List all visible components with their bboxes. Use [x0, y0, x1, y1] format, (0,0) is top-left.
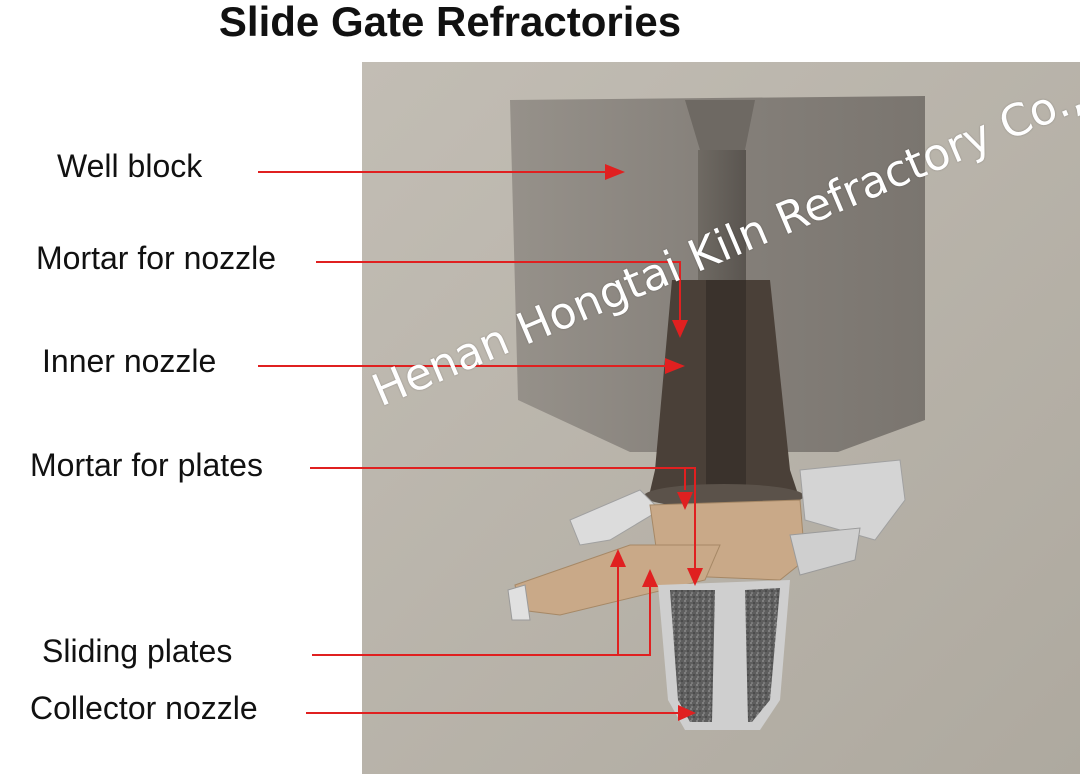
leader-lines — [258, 171, 696, 714]
label-inner-nozzle: Inner nozzle — [42, 343, 217, 379]
label-mortar-for-plates: Mortar for plates — [30, 447, 263, 483]
label-collector-nozzle: Collector nozzle — [30, 690, 258, 726]
upper-frame — [569, 459, 906, 546]
well-block — [510, 96, 925, 452]
lower-frame — [507, 527, 861, 621]
label-mortar-for-nozzle: Mortar for nozzle — [36, 240, 277, 276]
page-title: Slide Gate Refractories — [218, 0, 682, 45]
collector-nozzle — [658, 580, 790, 730]
label-sliding-plates: Sliding plates — [42, 633, 233, 669]
arrow-heads — [605, 164, 703, 721]
label-well-block: Well block — [57, 148, 203, 184]
